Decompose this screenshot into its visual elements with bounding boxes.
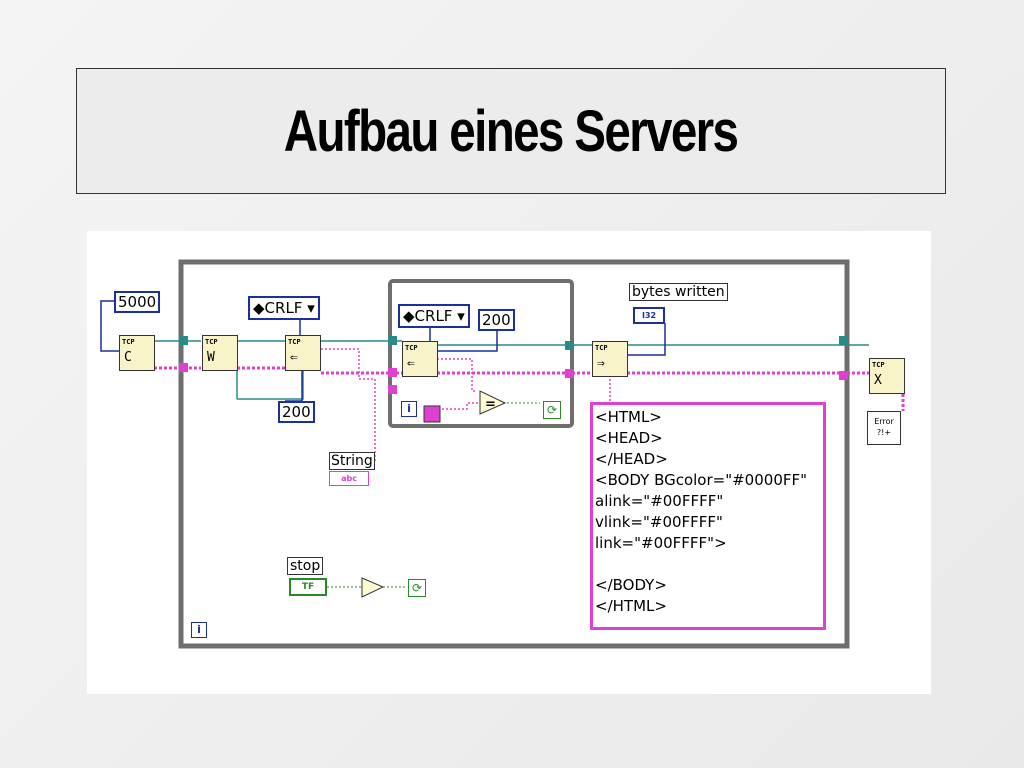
write-arrow-icon: ⇒ [597, 356, 605, 371]
wire-cmp [438, 402, 479, 410]
html-line: <BODY BGcolor="#0000FF" [595, 471, 808, 489]
html-line: </BODY> [595, 576, 667, 594]
stop-terminal[interactable]: TF [289, 578, 327, 596]
html-line: <HEAD> [595, 429, 663, 447]
tcp-read-node-inner[interactable]: TCP⇐ [402, 341, 438, 377]
html-line: alink="#00FFFF" [595, 492, 724, 510]
tcp-read-node[interactable]: TCP⇐ [285, 335, 321, 371]
wire-200b [437, 331, 498, 352]
port-constant[interactable]: 5000 [114, 291, 161, 313]
read-arrow-icon: ⇐ [290, 350, 298, 365]
tunnel [179, 363, 188, 372]
code-constant-a[interactable]: 200 [278, 401, 315, 423]
html-line: link="#00FFFF"> [595, 534, 727, 552]
tunnel [388, 385, 397, 394]
read-arrow-icon: ⇐ [407, 356, 415, 371]
loop-condition-icon: ⟳ [543, 401, 561, 419]
diagram-wires: = [100, 259, 905, 649]
i32-terminal: I32 [633, 307, 665, 324]
string-label: String [329, 452, 375, 470]
html-line [595, 554, 821, 575]
bytes-written-label: bytes written [629, 283, 728, 301]
crlf-enum-a[interactable]: ◆CRLF ▾ [248, 296, 320, 320]
html-line: </HTML> [595, 597, 667, 615]
tunnel [388, 336, 397, 345]
wire-req [429, 358, 477, 392]
not-node [361, 577, 385, 598]
code-constant-b[interactable]: 200 [478, 309, 515, 331]
slide-title: Aufbau eines Servers [284, 98, 739, 164]
loop-condition-icon: ⟳ [408, 579, 426, 597]
html-line: vlink="#00FFFF" [595, 513, 723, 531]
wire-bytes [627, 323, 666, 356]
wire-port [100, 300, 119, 352]
wire-conn-7 [237, 367, 304, 400]
wire-string [321, 348, 376, 461]
equal-node [479, 390, 507, 415]
html-line: </HEAD> [595, 450, 668, 468]
tunnel [565, 341, 574, 350]
tunnel [179, 336, 188, 345]
tunnel [388, 368, 397, 377]
svg-text:=: = [485, 397, 496, 412]
html-string-constant[interactable]: <HTML> <HEAD> </HEAD> <BODY BGcolor="#0000F… [590, 402, 826, 630]
tcp-write-node[interactable]: TCP⇒ [592, 341, 628, 377]
close-x-icon: X [874, 373, 882, 388]
html-line: <HTML> [595, 408, 662, 426]
string-terminal: abc [329, 471, 369, 486]
iteration-terminal-outer: i [191, 622, 207, 638]
crlf-enum-b[interactable]: ◆CRLF ▾ [398, 304, 470, 328]
error-handler-node[interactable]: Error ?!+ [867, 411, 901, 445]
empty-string-const [423, 405, 441, 423]
title-box: Aufbau eines Servers [76, 68, 946, 194]
outer-while-loop [178, 259, 850, 649]
tunnel [565, 369, 574, 378]
inner-while-loop [388, 279, 574, 428]
wire-200a [285, 371, 303, 402]
iteration-terminal-inner: i [401, 401, 417, 417]
tunnel [839, 371, 848, 380]
tunnel [839, 336, 848, 345]
stop-label: stop [287, 557, 324, 575]
